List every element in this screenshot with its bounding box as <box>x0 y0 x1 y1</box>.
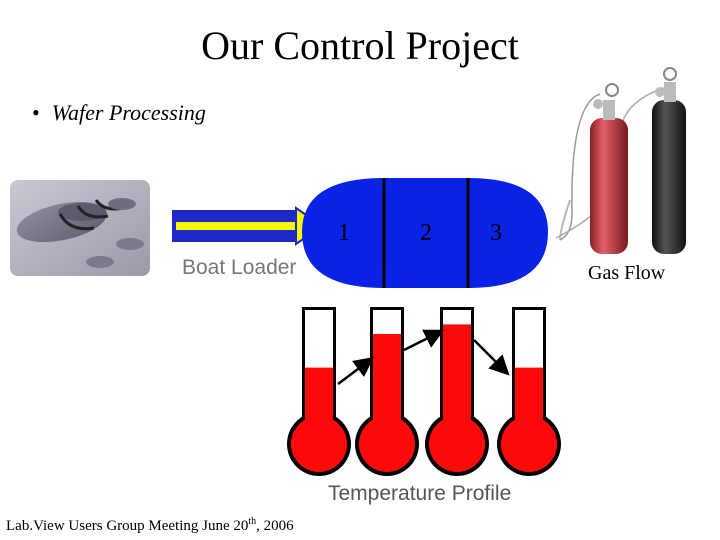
boat-loader-label: Boat Loader <box>182 256 296 279</box>
footer: Lab.View Users Group Meeting June 20th, … <box>6 516 294 535</box>
thermometer-group <box>287 307 561 476</box>
dark-gas-cylinder <box>652 100 686 254</box>
footer-suffix: , 2006 <box>256 518 294 534</box>
boat-loader-arrow <box>172 206 324 246</box>
thermometer <box>497 307 561 476</box>
zone-1-label: 1 <box>338 220 350 246</box>
thermometer <box>425 307 489 476</box>
furnace <box>302 178 548 288</box>
bullet-item: • Wafer Processing <box>32 100 206 126</box>
zone-3-label: 3 <box>490 220 502 246</box>
bullet-dot: • <box>32 100 40 125</box>
red-gas-cylinder <box>590 118 628 254</box>
footer-superscript: th <box>248 516 257 527</box>
slide-title: Our Control Project <box>201 23 519 68</box>
trend-arrow-down <box>473 339 510 376</box>
temperature-profile-label: Temperature Profile <box>328 482 511 505</box>
trend-arrow-up <box>403 329 445 352</box>
footer-text: Lab.View Users Group Meeting June 20 <box>6 518 249 534</box>
thermometer <box>355 307 419 476</box>
zone-2-label: 2 <box>420 220 432 246</box>
trend-arrow-up <box>337 357 374 385</box>
bullet-text: Wafer Processing <box>51 100 206 125</box>
wafer-photo <box>10 180 150 276</box>
gas-flow-label: Gas Flow <box>588 262 666 284</box>
gas-cylinders <box>555 67 686 254</box>
thermometer <box>287 307 351 476</box>
